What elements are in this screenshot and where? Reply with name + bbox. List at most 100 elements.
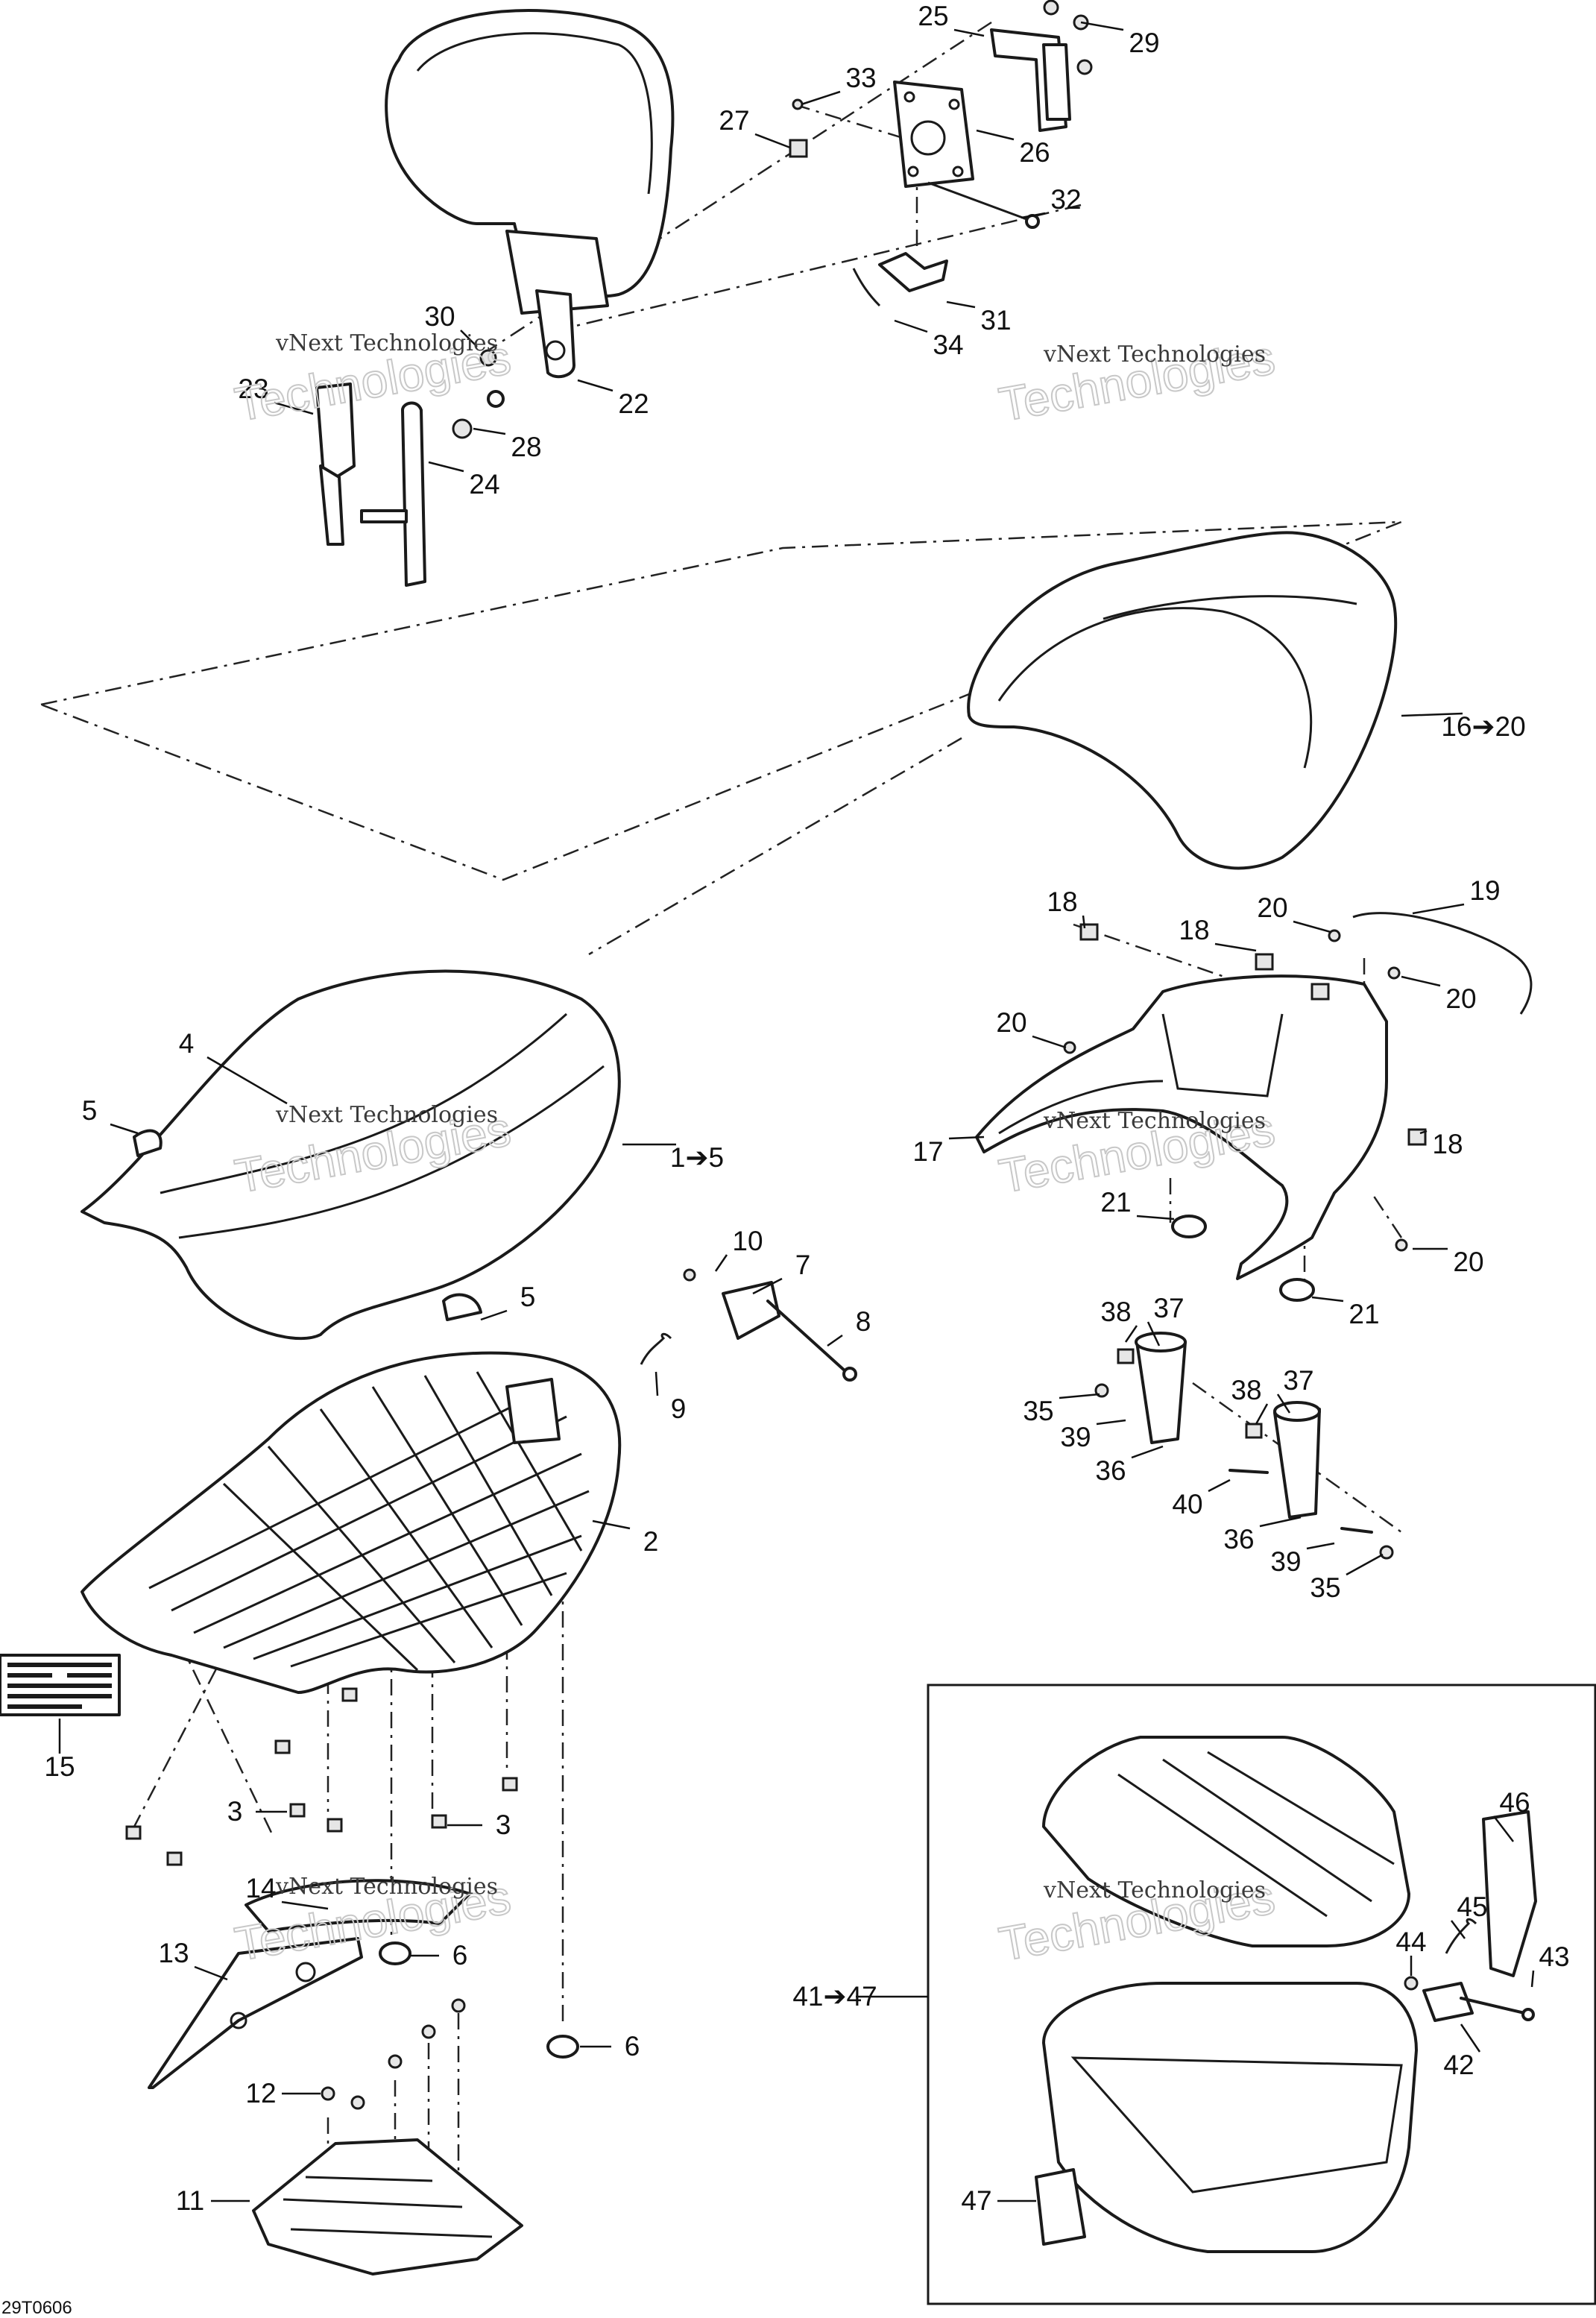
leader-c2 bbox=[592, 1519, 631, 1530]
seat-latch bbox=[640, 1268, 857, 1382]
leader-c16 bbox=[1401, 712, 1463, 717]
callout-c8: 8 bbox=[856, 1306, 871, 1337]
callout-c7: 7 bbox=[795, 1250, 811, 1280]
watermark-small-text: vNext Technologies bbox=[275, 1874, 498, 1900]
callout-c21a: 21 bbox=[1100, 1187, 1131, 1218]
callout-c31: 31 bbox=[980, 305, 1011, 336]
callout-c47: 47 bbox=[961, 2185, 991, 2216]
leader-c14 bbox=[281, 1900, 329, 1910]
leader-c21b bbox=[1311, 1296, 1344, 1303]
leader-c37a bbox=[1146, 1321, 1161, 1347]
callout-c13: 13 bbox=[158, 1938, 189, 1968]
callout-c23: 23 bbox=[238, 374, 268, 404]
callout-c15: 15 bbox=[44, 1751, 75, 1782]
callout-c35b: 35 bbox=[1310, 1572, 1340, 1603]
leader-c10 bbox=[714, 1254, 728, 1272]
callout-c37b: 37 bbox=[1283, 1365, 1313, 1396]
callout-c37a: 37 bbox=[1153, 1293, 1184, 1323]
callout-c12: 12 bbox=[245, 2078, 276, 2108]
leader-c38a bbox=[1124, 1325, 1138, 1343]
callout-c4: 4 bbox=[179, 1028, 195, 1059]
storage-box-inset bbox=[927, 1684, 1596, 2305]
callout-c39b: 39 bbox=[1270, 1546, 1301, 1577]
leader-c32 bbox=[1021, 212, 1046, 219]
callout-c27: 27 bbox=[719, 105, 749, 136]
leader-c18c bbox=[1419, 1130, 1428, 1135]
leader-c27 bbox=[754, 133, 791, 149]
callout-c30: 30 bbox=[424, 301, 455, 332]
leader-c7 bbox=[752, 1277, 783, 1295]
leader-c26 bbox=[976, 129, 1015, 141]
callout-c39a: 39 bbox=[1060, 1422, 1091, 1452]
callout-c10: 10 bbox=[732, 1226, 763, 1256]
callout-c9: 9 bbox=[671, 1393, 687, 1424]
watermark-small-text: vNext Technologies bbox=[1043, 1108, 1266, 1134]
leader-c18a bbox=[1082, 915, 1086, 929]
leader-c20b bbox=[1401, 975, 1441, 987]
callout-c19: 19 bbox=[1469, 875, 1500, 906]
leader-c35b bbox=[1346, 1553, 1384, 1576]
callout-c20d: 20 bbox=[1453, 1247, 1483, 1277]
callout-c18c: 18 bbox=[1432, 1129, 1463, 1159]
callout-c38a: 38 bbox=[1100, 1297, 1131, 1327]
callout-c3b: 3 bbox=[496, 1810, 511, 1840]
callout-c5b: 5 bbox=[520, 1282, 536, 1312]
leader-c22 bbox=[577, 379, 614, 392]
leader-c35a bbox=[1059, 1393, 1100, 1399]
callout-c3a: 3 bbox=[227, 1796, 243, 1827]
callout-c16: 16➔20 bbox=[1441, 711, 1525, 742]
callout-c46: 46 bbox=[1499, 1787, 1530, 1818]
leader-c36b bbox=[1259, 1516, 1302, 1528]
rider-seat-cushion bbox=[81, 969, 621, 1341]
callout-c28: 28 bbox=[511, 432, 541, 462]
callout-c29: 29 bbox=[1129, 28, 1159, 58]
callout-c44: 44 bbox=[1395, 1927, 1426, 1957]
bottom-plate bbox=[252, 1998, 523, 2276]
leader-c4 bbox=[206, 1056, 288, 1105]
passenger-rack bbox=[975, 912, 1533, 1302]
callout-c42: 42 bbox=[1443, 2050, 1474, 2080]
callout-c18a: 18 bbox=[1047, 886, 1077, 917]
backrest-brackets bbox=[315, 349, 505, 587]
callout-c1: 1➔5 bbox=[670, 1142, 724, 1173]
callout-c17: 17 bbox=[912, 1136, 943, 1167]
callout-c20b: 20 bbox=[1445, 983, 1476, 1014]
callout-c35a: 35 bbox=[1023, 1396, 1053, 1426]
leader-c39b bbox=[1306, 1542, 1335, 1550]
leader-c13 bbox=[194, 1965, 228, 1981]
callout-c18b: 18 bbox=[1179, 915, 1209, 945]
leader-c46 bbox=[1493, 1815, 1514, 1842]
callout-c25: 25 bbox=[918, 1, 948, 31]
callout-c26: 26 bbox=[1019, 137, 1050, 168]
backrest-hinge bbox=[789, 0, 1093, 307]
callout-c2: 2 bbox=[643, 1526, 659, 1557]
leader-c30 bbox=[460, 330, 478, 347]
callout-c43: 43 bbox=[1539, 1941, 1569, 1972]
leader-c42 bbox=[1460, 2023, 1481, 2053]
leader-c36a bbox=[1131, 1445, 1164, 1459]
callout-c36a: 36 bbox=[1095, 1455, 1126, 1486]
leader-c39a bbox=[1096, 1419, 1126, 1426]
leader-c20a bbox=[1293, 920, 1331, 933]
leader-c19 bbox=[1412, 903, 1465, 915]
callout-c22: 22 bbox=[618, 388, 649, 419]
callout-c38b: 38 bbox=[1231, 1375, 1261, 1405]
leader-c43 bbox=[1530, 1970, 1535, 1988]
callout-c14: 14 bbox=[245, 1873, 276, 1903]
leader-c17 bbox=[948, 1136, 985, 1140]
callout-c33: 33 bbox=[845, 63, 876, 93]
leader-c38b bbox=[1255, 1403, 1269, 1425]
leader-c40 bbox=[1208, 1478, 1231, 1493]
seat-bumpers bbox=[125, 1687, 579, 2059]
leader-c24 bbox=[428, 461, 464, 473]
leader-c33 bbox=[801, 90, 841, 106]
watermark-small-text: vNext Technologies bbox=[275, 330, 498, 356]
callout-c32: 32 bbox=[1050, 184, 1081, 215]
leader-c31 bbox=[946, 300, 976, 309]
callout-c5a: 5 bbox=[82, 1095, 98, 1126]
callout-c36b: 36 bbox=[1223, 1524, 1254, 1555]
